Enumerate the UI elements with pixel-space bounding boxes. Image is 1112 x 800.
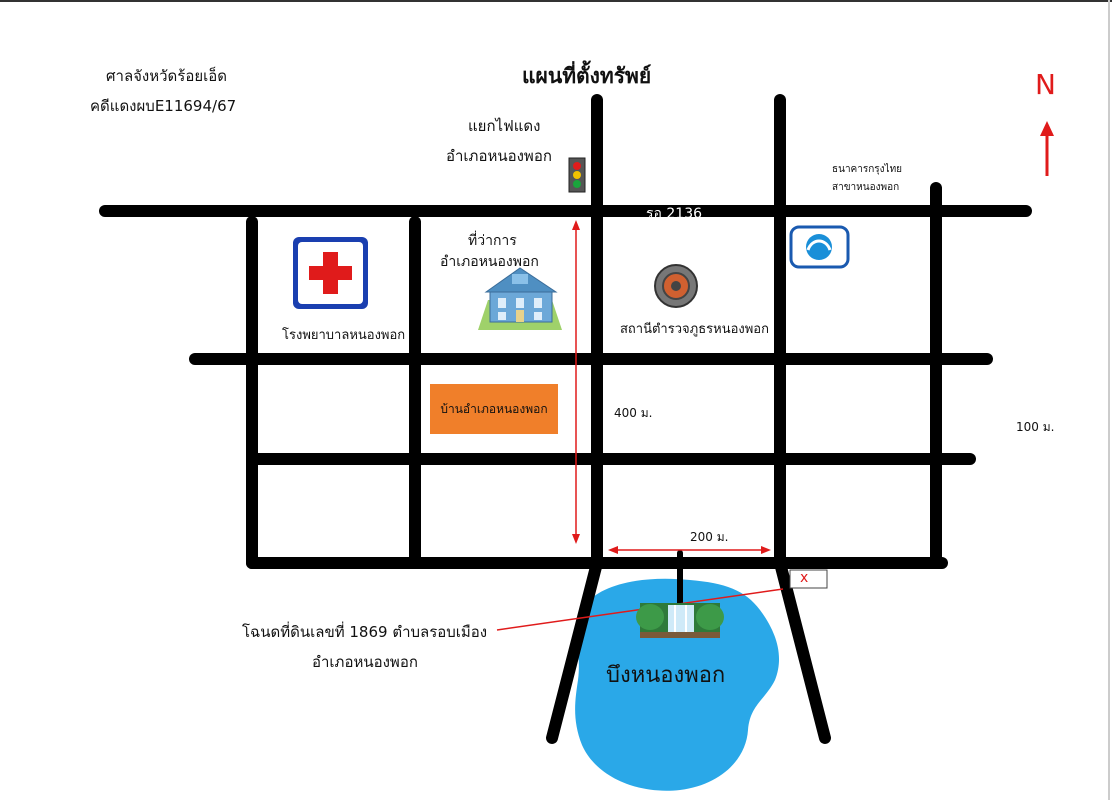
distance-arrow-400 [572, 220, 580, 544]
right-border [1108, 0, 1110, 800]
traffic-light-icon [568, 157, 586, 193]
road-network [99, 94, 1032, 744]
north-label: N [1035, 68, 1056, 101]
property-marker [789, 569, 828, 589]
district-home-box: บ้านอำเภอหนองพอก [430, 384, 558, 434]
distance-100-label: 100 ม. [1016, 420, 1055, 434]
police-badge-icon [654, 264, 698, 308]
road-diag-right [774, 557, 831, 744]
police-station-label: สถานีตำรวจภูธรหนองพอก [620, 322, 769, 337]
land-deed-label: โฉนดที่ดินเลขที่ 1869 ตำบลรอบเมือง [242, 623, 488, 641]
hospital-label: โรงพยาบาลหนองพอก [282, 328, 406, 343]
road-number-label: รอ 2136 [646, 206, 703, 222]
distance-200-label: 200 ม. [690, 530, 729, 544]
case-number: คดีแดงผบE11694/67 [90, 97, 237, 115]
road-diag-left [546, 557, 603, 744]
bank-branch-label: สาขาหนองพอก [832, 182, 900, 193]
land-deed-district-label: อำเภอหนองพอก [312, 653, 418, 671]
lake-shape [575, 578, 780, 791]
waterfall-icon [636, 603, 724, 638]
district-home-label: บ้านอำเภอหนองพอก [440, 401, 548, 416]
traffic-light-district-label: อำเภอหนองพอก [446, 147, 552, 165]
bank-icon [789, 225, 850, 269]
district-office-label: ที่ว่าการ [468, 233, 517, 249]
hospital-icon [293, 237, 368, 309]
distance-arrow-200 [608, 546, 771, 554]
distance-400-label: 400 ม. [614, 406, 653, 420]
district-office-building-icon [478, 267, 562, 330]
district-office-name-label: อำเภอหนองพอก [440, 254, 539, 270]
court-name: ศาลจังหวัดร้อยเอ็ด [106, 67, 228, 85]
top-border [0, 0, 1112, 2]
page-title: แผนที่ตั้งทรัพย์ [522, 64, 652, 88]
traffic-light-label: แยกไฟแดง [468, 117, 541, 135]
lake-label: บึงหนองพอก [606, 663, 726, 688]
property-marker-x: x [800, 570, 809, 586]
north-arrow-icon [1040, 121, 1054, 176]
bank-name-label: ธนาคารกรุงไทย [832, 164, 903, 175]
